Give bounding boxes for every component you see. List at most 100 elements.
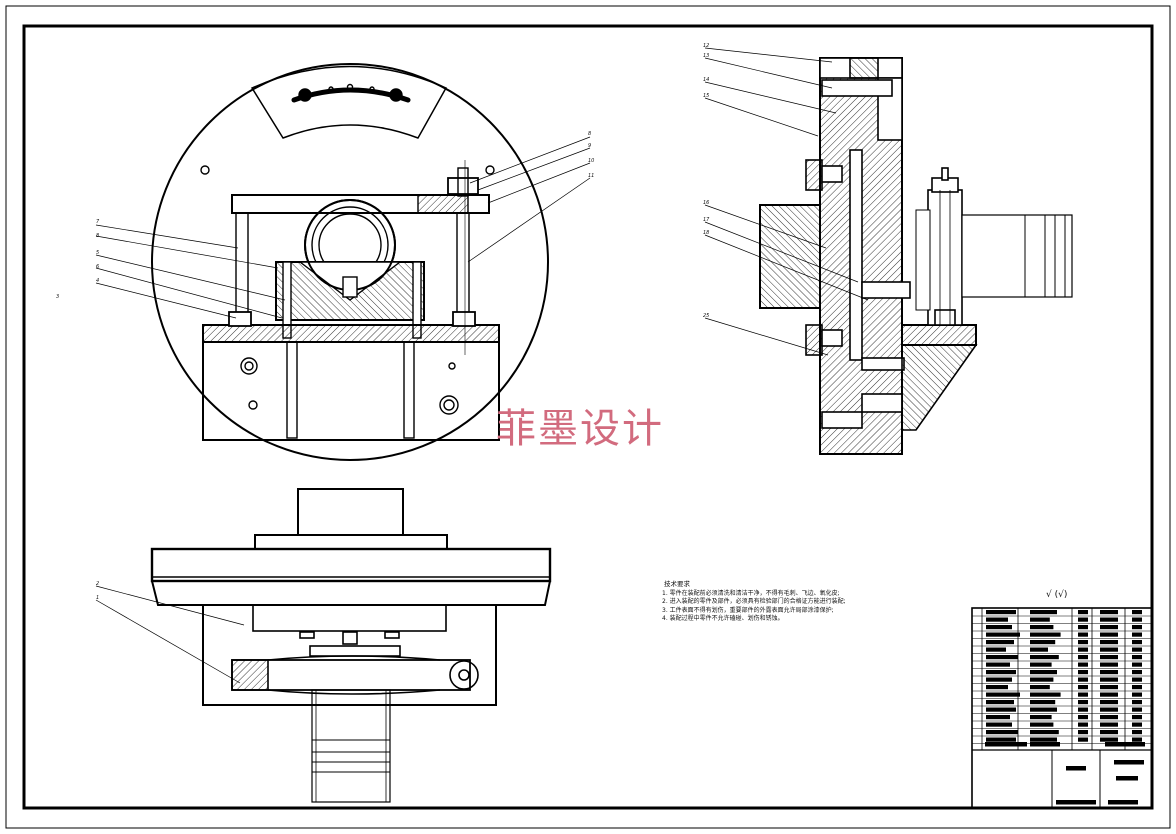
balloon-label: 9 bbox=[588, 143, 591, 149]
parts-list-cell-text bbox=[1100, 662, 1118, 667]
parts-list-cell-text bbox=[1100, 722, 1118, 727]
parts-list-cell-text bbox=[1100, 685, 1118, 690]
parts-list-cell-text bbox=[1100, 707, 1118, 712]
balloon-label: 25 bbox=[703, 313, 709, 319]
parts-list-cell-text bbox=[1100, 715, 1118, 720]
parts-list-cell-text bbox=[986, 677, 1012, 682]
parts-list-cell-text bbox=[1030, 655, 1059, 660]
parts-list-cell-text bbox=[1100, 617, 1118, 622]
parts-list-cell-text bbox=[1078, 610, 1088, 615]
parts-list-cell-text bbox=[1100, 677, 1118, 682]
parts-list-cell-text bbox=[986, 692, 1020, 697]
parts-list-cell-text bbox=[1132, 617, 1142, 622]
title-block-text bbox=[1108, 800, 1138, 805]
parts-list-cell-text bbox=[986, 730, 1018, 735]
watermark: 菲墨设计 bbox=[496, 406, 664, 452]
parts-list-cell-text bbox=[1030, 640, 1056, 645]
parts-list-cell-text bbox=[986, 715, 1010, 720]
parts-list-cell-text bbox=[1132, 647, 1142, 652]
parts-list-cell-text bbox=[986, 610, 1016, 615]
balloon-label: 14 bbox=[703, 77, 709, 83]
parts-list-cell-text bbox=[986, 707, 1016, 712]
parts-list-cell-text bbox=[1078, 700, 1088, 705]
parts-list-cell-text bbox=[1030, 670, 1057, 675]
balloon-label: 6 bbox=[96, 264, 99, 270]
parts-list-cell-text bbox=[1132, 685, 1142, 690]
parts-list-cell-text bbox=[1100, 610, 1118, 615]
parts-list-cell-text bbox=[1132, 715, 1142, 720]
parts-list-cell-text bbox=[1030, 715, 1052, 720]
balloon-label: 15 bbox=[703, 93, 709, 99]
title-block-text bbox=[1105, 742, 1145, 747]
parts-list-cell-text bbox=[986, 625, 1012, 630]
technical-requirement-note: 1. 零件在装配前必须清洗和清洁干净，不得有毛刺、飞边、氧化皮; bbox=[662, 589, 840, 597]
drawing-frame bbox=[22, 24, 1154, 810]
parts-list-cell-text bbox=[1132, 670, 1142, 675]
parts-list-cell-text bbox=[1030, 677, 1054, 682]
parts-list-cell-text bbox=[1100, 692, 1118, 697]
parts-list-cell-text bbox=[1100, 647, 1118, 652]
parts-list-cell-text bbox=[1132, 677, 1142, 682]
title-block-text bbox=[1030, 742, 1060, 747]
parts-list-cell-text bbox=[1078, 625, 1088, 630]
parts-list-cell-text bbox=[1078, 617, 1088, 622]
parts-list-cell-text bbox=[1078, 737, 1088, 742]
parts-list-cell-text bbox=[1100, 670, 1118, 675]
technical-requirement-note: 2. 进入装配的零件及部件，必须具有检验部门的合格证方能进行装配; bbox=[662, 598, 846, 605]
parts-list-cell-text bbox=[1030, 632, 1061, 637]
parts-list-cell-text bbox=[1030, 647, 1048, 652]
front-view bbox=[151, 63, 549, 461]
parts-list-cell-text bbox=[1078, 722, 1088, 727]
parts-list-cell-text bbox=[1078, 670, 1088, 675]
parts-list-cell-text bbox=[1100, 625, 1118, 630]
title-block-text bbox=[1116, 776, 1138, 781]
balloon-label: 3 bbox=[56, 294, 59, 300]
parts-list-cell-text bbox=[1132, 707, 1142, 712]
parts-list-cell-text bbox=[986, 617, 1008, 622]
parts-list-cell-text bbox=[1078, 677, 1088, 682]
parts-list-cell-text bbox=[1078, 707, 1088, 712]
balloon-label: 5 bbox=[96, 250, 99, 256]
parts-list-cell-text bbox=[1078, 730, 1088, 735]
parts-list-cell-text bbox=[1100, 632, 1118, 637]
balloon-label: 8 bbox=[96, 233, 99, 239]
parts-list-cell-text bbox=[986, 640, 1014, 645]
parts-list-cell-text bbox=[986, 700, 1014, 705]
parts-list-cell-text bbox=[1132, 700, 1142, 705]
balloon-label: 11 bbox=[588, 173, 594, 179]
parts-list-cell-text bbox=[1030, 692, 1061, 697]
parts-list-cell-text bbox=[1132, 737, 1142, 742]
parts-list-cell-text bbox=[986, 737, 1016, 742]
balloon-label: 12 bbox=[703, 43, 709, 49]
parts-list-cell-text bbox=[1030, 730, 1059, 735]
parts-list-cell-text bbox=[1132, 730, 1142, 735]
side-view-leaders bbox=[704, 47, 869, 356]
parts-list-cell-text bbox=[986, 655, 1018, 660]
parts-list-cell-text bbox=[1132, 655, 1142, 660]
surface-roughness-symbol: √ (√) bbox=[1046, 590, 1068, 600]
balloon-label: 4 bbox=[96, 278, 99, 284]
parts-list-cell-text bbox=[1100, 737, 1118, 742]
technical-requirements: 技术要求 1. 零件在装配前必须清洗和清洁干净，不得有毛刺、飞边、氧化皮; 2.… bbox=[662, 580, 962, 624]
balloon-label: 2 bbox=[96, 581, 99, 587]
parts-list-cell-text bbox=[1100, 640, 1118, 645]
parts-list-cell-text bbox=[1030, 722, 1054, 727]
balloon-label: 8 bbox=[588, 131, 591, 137]
parts-list-cell-text bbox=[1030, 685, 1050, 690]
parts-list-cell-text bbox=[1078, 715, 1088, 720]
parts-list-cell-text bbox=[1132, 722, 1142, 727]
parts-list-cell-text bbox=[1030, 662, 1052, 667]
parts-list-cell-text bbox=[1030, 617, 1050, 622]
parts-list-cell-text bbox=[1030, 700, 1056, 705]
parts-list-cell-text bbox=[1132, 632, 1142, 637]
balloon-label: 13 bbox=[703, 53, 709, 59]
parts-list-cell-text bbox=[986, 685, 1008, 690]
title-block-text bbox=[985, 742, 1027, 747]
parts-list-cell-text bbox=[1078, 655, 1088, 660]
parts-list-cell-text bbox=[1100, 730, 1118, 735]
balloon-labels: 7 8 5 6 4 3 8 9 10 11 12 13 14 15 16 17 … bbox=[56, 43, 710, 601]
technical-requirements-heading: 技术要求 bbox=[664, 580, 690, 588]
title-block-text bbox=[1066, 766, 1086, 771]
parts-list-cell-text bbox=[1078, 685, 1088, 690]
